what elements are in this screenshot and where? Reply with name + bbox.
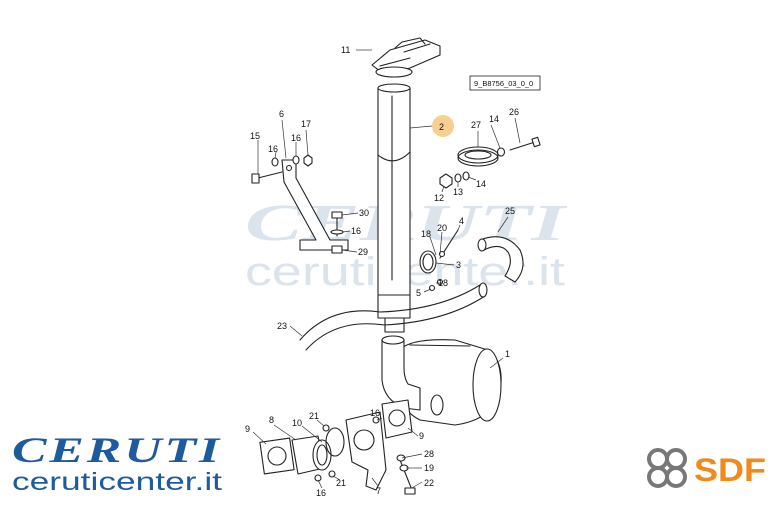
callout-10[interactable]: 10 — [292, 418, 302, 428]
diagram-code-box: 9_B8756_03_0_0 — [469, 75, 541, 91]
callout-22[interactable]: 22 — [424, 478, 434, 488]
callout-18[interactable]: 18 — [421, 229, 431, 239]
callout-labels: 11 2 27 14 26 12 13 14 15 6 16 16 17 30 … — [245, 45, 519, 498]
part-10-ring — [325, 427, 345, 457]
sdf-logo-name: SDF — [694, 452, 766, 488]
callout-18[interactable]: 18 — [438, 278, 448, 288]
callout-4[interactable]: 4 — [459, 216, 464, 226]
callout-16[interactable]: 16 — [316, 488, 326, 498]
highlight-marker — [432, 115, 454, 137]
callout-14[interactable]: 14 — [489, 114, 499, 124]
leader-lines — [252, 49, 521, 489]
callout-2[interactable]: 2 — [439, 122, 444, 132]
callout-8[interactable]: 8 — [269, 415, 274, 425]
part-2-exhaust-pipe — [377, 83, 411, 333]
callout-16[interactable]: 16 — [291, 133, 301, 143]
ceruti-logo-url: ceruticenter.it — [12, 468, 222, 496]
callout-29[interactable]: 29 — [358, 247, 368, 257]
callout-16[interactable]: 16 — [268, 144, 278, 154]
callout-1[interactable]: 1 — [505, 349, 510, 359]
callout-7[interactable]: 7 — [376, 486, 381, 496]
callout-5[interactable]: 5 — [416, 288, 421, 298]
callout-15[interactable]: 15 — [250, 131, 260, 141]
callout-21[interactable]: 21 — [309, 411, 319, 421]
part-1-silencer — [381, 335, 502, 426]
part-9-gasket-left — [259, 437, 295, 475]
part-9-gasket-right — [381, 399, 413, 439]
part-16-21-small-hardware — [314, 416, 380, 482]
callout-12[interactable]: 12 — [434, 193, 444, 203]
part-27-clamp — [457, 146, 499, 167]
callout-6[interactable]: 6 — [279, 109, 284, 119]
part-25-hose — [477, 236, 524, 283]
callout-16[interactable]: 16 — [370, 408, 380, 418]
part-26-bolt — [496, 136, 541, 157]
part-12-13-nut-washer — [439, 171, 470, 189]
callout-9[interactable]: 9 — [419, 431, 424, 441]
diagram-code: 9_B8756_03_0_0 — [474, 79, 533, 88]
callout-14[interactable]: 14 — [476, 179, 486, 189]
part-3-pipe-clamp — [419, 229, 459, 292]
callout-9[interactable]: 9 — [245, 424, 250, 434]
callout-21[interactable]: 21 — [336, 478, 346, 488]
part-6-bracket — [281, 159, 349, 251]
callout-16[interactable]: 16 — [351, 226, 361, 236]
part-30-bolt — [330, 211, 344, 254]
callout-19[interactable]: 19 — [424, 463, 434, 473]
callout-25[interactable]: 25 — [505, 206, 515, 216]
callout-13[interactable]: 13 — [453, 187, 463, 197]
part-15-bolt — [251, 154, 313, 184]
callout-26[interactable]: 26 — [509, 107, 519, 117]
callout-17[interactable]: 17 — [301, 119, 311, 129]
callout-3[interactable]: 3 — [456, 260, 461, 270]
part-8-flange — [291, 435, 332, 475]
callout-23[interactable]: 23 — [277, 321, 287, 331]
part-23-air-tube — [299, 282, 488, 351]
callout-28[interactable]: 28 — [424, 449, 434, 459]
ceruti-logo: CERUTI ceruticenter.it — [12, 430, 222, 496]
callout-20[interactable]: 20 — [437, 223, 447, 233]
part-11-rain-cap — [371, 37, 441, 78]
sdf-knot-icon — [647, 448, 687, 488]
callout-11[interactable]: 11 — [341, 45, 350, 55]
part-22-bolt — [396, 454, 416, 495]
part-7-support — [345, 411, 387, 491]
callout-27[interactable]: 27 — [471, 120, 481, 130]
sdf-logo: SDF — [647, 448, 766, 488]
callout-30[interactable]: 30 — [359, 208, 369, 218]
ceruti-logo-name: CERUTI — [12, 430, 222, 470]
